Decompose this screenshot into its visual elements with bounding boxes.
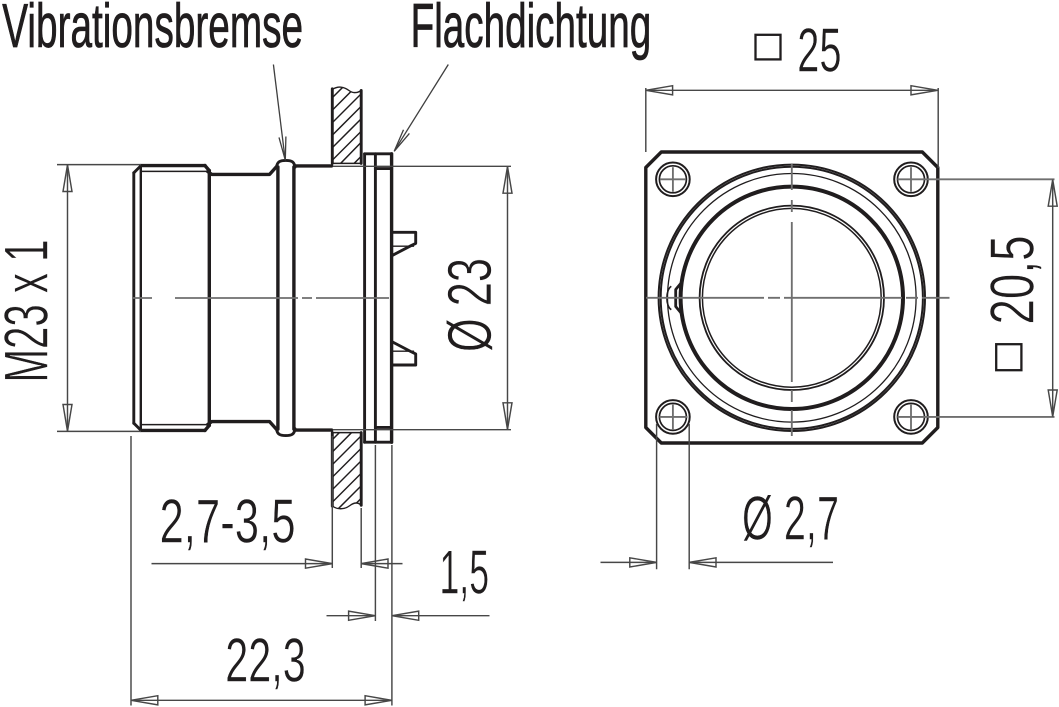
svg-text:25: 25	[797, 16, 841, 85]
svg-text:Ø 23: Ø 23	[436, 258, 505, 352]
svg-text:Flachdichtung: Flachdichtung	[411, 0, 652, 61]
svg-text:20,5: 20,5	[979, 236, 1048, 325]
svg-text:Vibrationsbremse: Vibrationsbremse	[2, 0, 303, 61]
svg-text:Ø 2,7: Ø 2,7	[742, 485, 839, 554]
svg-text:22,3: 22,3	[225, 627, 305, 696]
svg-text:2,7-3,5: 2,7-3,5	[160, 488, 296, 557]
svg-text:1,5: 1,5	[440, 539, 490, 608]
svg-text:M23 x 1: M23 x 1	[0, 240, 62, 383]
